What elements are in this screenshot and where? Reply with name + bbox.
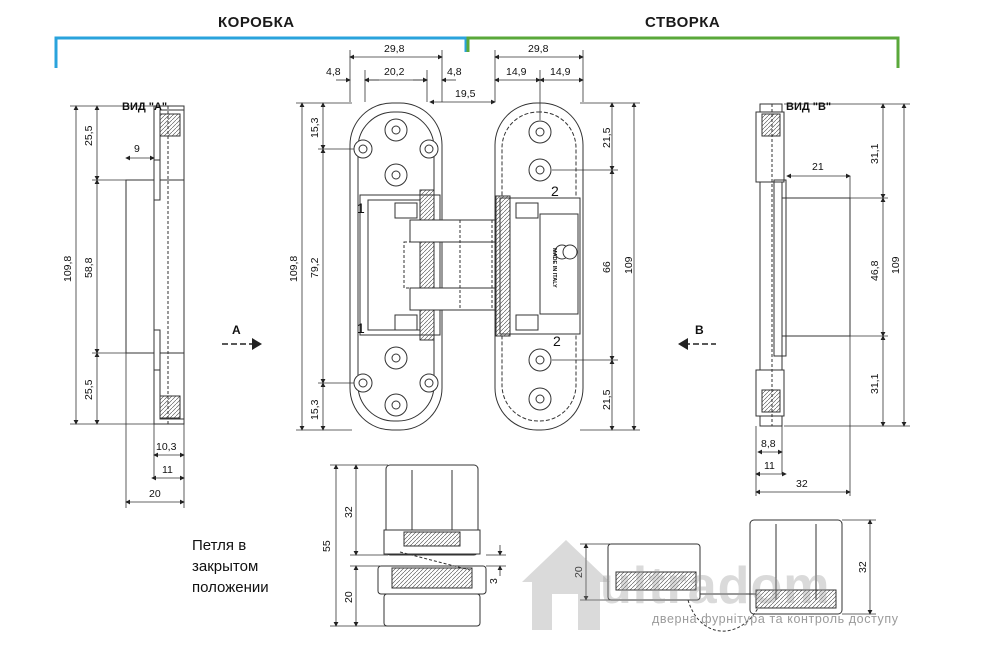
view-b-drawing [755, 103, 851, 427]
dim-door-top-width: 29,8 [528, 43, 549, 55]
watermark-logo-text: ultradom [600, 557, 831, 615]
dim-frame-right-margin: 4,8 [447, 66, 462, 78]
dim-frame-hole-top: 15,3 [309, 117, 321, 138]
dim-closed-top: 32 [343, 506, 355, 518]
open-hinge-drawing [607, 519, 843, 632]
dim-view-a-w2: 11 [162, 464, 173, 476]
dim-view-b-w1: 8,8 [761, 438, 776, 450]
dim-frame-left-margin: 4,8 [326, 66, 341, 78]
dim-view-b-bottom: 31,1 [869, 373, 881, 394]
arrow-b-label: B [695, 323, 704, 337]
dim-door-height: 109 [623, 256, 635, 274]
dim-view-a-w3: 20 [149, 488, 161, 500]
watermark-subtitle: дверна фурнітура та контроль доступу [652, 612, 899, 626]
dim-view-b-step: 21 [812, 161, 824, 173]
dim-view-a-step: 9 [134, 143, 140, 155]
dim-frame-slot: 79,2 [309, 257, 321, 278]
dim-closed-gap: 3 [488, 578, 500, 584]
view-a-label: ВИД "А" [122, 101, 167, 113]
view-b-label: ВИД "В" [786, 101, 831, 113]
dim-frame-top-width: 29,8 [384, 43, 405, 55]
brand-mark: MADE IN ITALY [551, 248, 557, 288]
frame-header: КОРОБКА [218, 14, 295, 31]
dim-frame-inner: 20,2 [384, 66, 405, 78]
closed-position-caption: Петля в закрытом положении [192, 535, 312, 598]
dim-view-b-height: 109 [890, 256, 902, 274]
caption-line-3: положении [192, 579, 269, 596]
open-hinge-dimensions [580, 519, 876, 615]
dim-open-left: 20 [573, 566, 585, 578]
frame-part-number-top: 1 [357, 200, 365, 216]
dim-door-half-right: 14,9 [550, 66, 571, 78]
dim-view-b-top: 31,1 [869, 143, 881, 164]
door-part-number-top: 2 [551, 183, 559, 199]
view-b-dimensions [755, 103, 910, 496]
door-header: СТВОРКА [645, 14, 721, 31]
dim-view-b-w2: 11 [764, 460, 775, 472]
dim-view-b-w3: 32 [796, 478, 808, 490]
dim-view-b-mid: 46,8 [869, 260, 881, 281]
door-vertical-dimensions [552, 102, 640, 431]
dim-closed-bottom: 20 [343, 591, 355, 603]
door-bracket [466, 36, 900, 68]
dim-frame-hole-bottom: 15,3 [309, 399, 321, 420]
dim-door-body: 66 [601, 261, 613, 273]
caption-line-1: Петля в [192, 537, 247, 554]
door-part-number-bottom: 2 [553, 333, 561, 349]
closed-hinge-dimensions [330, 464, 506, 627]
frame-hinge-body [349, 102, 443, 431]
dim-frame-height: 109,8 [288, 256, 300, 282]
arrow-a-label: A [232, 323, 241, 337]
dim-open-right: 32 [857, 561, 869, 573]
dim-door-half-left: 14,9 [506, 66, 527, 78]
arrow-a [222, 338, 262, 350]
closed-hinge-drawing [377, 464, 487, 627]
caption-line-2: закрытом [192, 558, 259, 575]
view-a-drawing [125, 105, 185, 425]
frame-part-number-bottom: 1 [357, 320, 365, 336]
dim-closed-total: 55 [321, 540, 333, 552]
watermark-house-icon [522, 540, 610, 630]
dim-door-hole-top: 21,5 [601, 127, 613, 148]
dim-gap: 19,5 [455, 88, 476, 100]
dim-view-a-mid: 58,8 [83, 257, 95, 278]
dim-view-a-top: 25,5 [83, 125, 95, 146]
door-hinge-body [494, 102, 584, 431]
dim-door-hole-bottom: 21,5 [601, 389, 613, 410]
main-top-dimensions [336, 50, 584, 120]
frame-bracket [54, 36, 468, 68]
frame-vertical-dimensions [296, 102, 354, 431]
dim-view-a-bottom: 25,5 [83, 379, 95, 400]
dim-view-a-height: 109,8 [62, 256, 74, 282]
arrow-b [678, 338, 716, 350]
dim-view-a-w1: 10,3 [156, 441, 177, 453]
view-a-dimensions [70, 105, 185, 508]
